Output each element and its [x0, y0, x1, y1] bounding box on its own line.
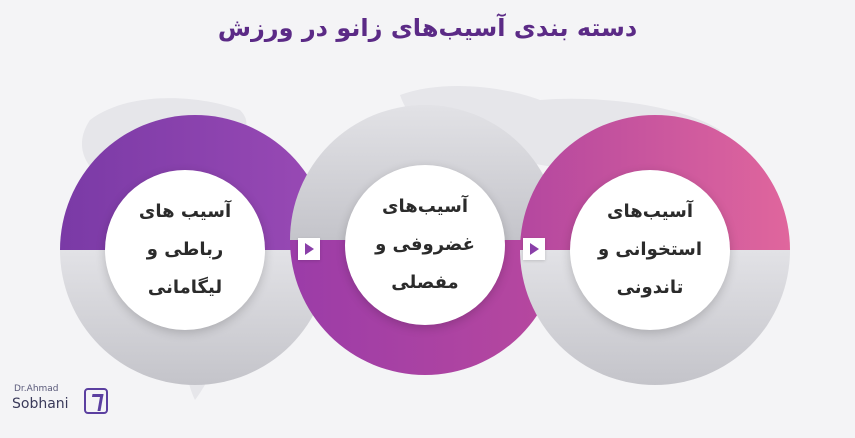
brand-logo: Dr.Ahmad Sobhani	[8, 384, 118, 424]
logo-line-2: Sobhani	[12, 396, 69, 412]
circle-3-line-2: استخوانی و	[597, 239, 703, 260]
category-bone-tendon: آسیب‌های استخوانی و تاندونی	[570, 170, 730, 330]
page-title: دسته بندی آسیب‌های زانو در ورزش	[217, 14, 638, 42]
circle-2-line-1: آسیب‌های	[382, 196, 469, 217]
category-cartilage: آسیب‌های غضروفی و مفصلی	[345, 165, 505, 325]
circle-3-line-1: آسیب‌های	[607, 201, 694, 222]
circle-1-line-2: رباطی و	[146, 239, 224, 260]
circle-1-line-3: لیگامانی	[147, 277, 223, 298]
logo-line-1: Dr.Ahmad	[14, 384, 59, 394]
arrow-right-icon	[523, 238, 545, 260]
category-ligament: آسیب های رباطی و لیگامانی	[105, 170, 265, 330]
logo-mark-icon	[84, 388, 108, 414]
arrow-right-icon	[298, 238, 320, 260]
circle-2-line-3: مفصلی	[391, 272, 459, 293]
circle-1-line-1: آسیب های	[138, 201, 232, 222]
circle-2-line-2: غضروفی و	[375, 234, 475, 255]
circle-3-line-3: تاندونی	[616, 277, 684, 298]
